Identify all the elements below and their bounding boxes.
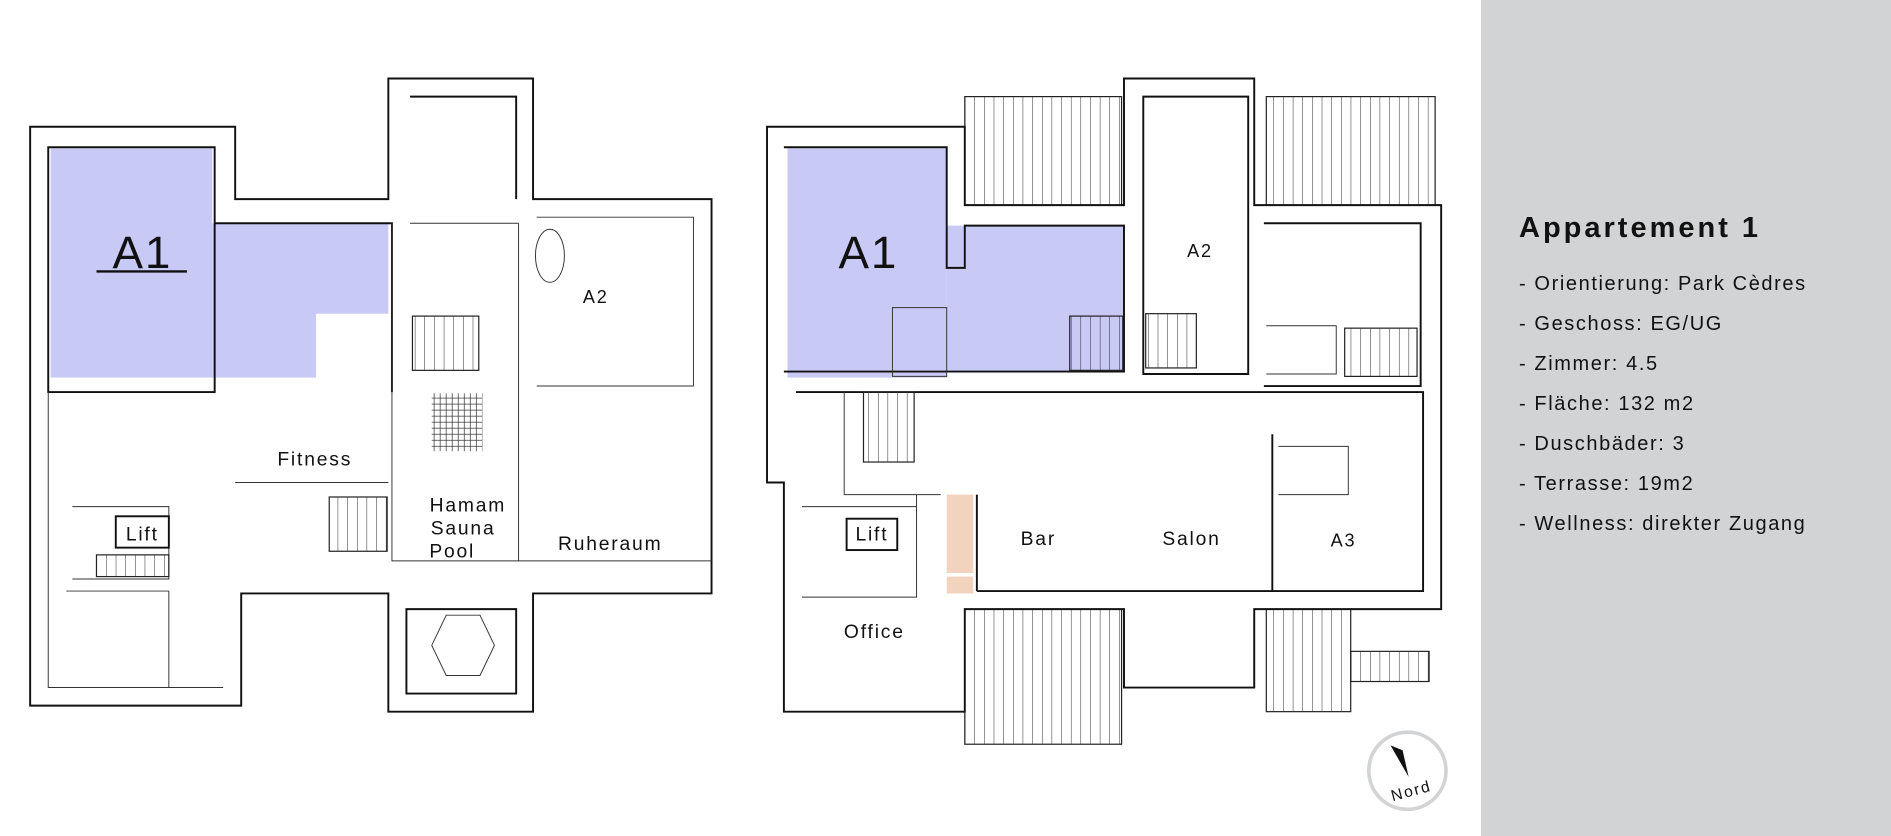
bar-counter [946, 494, 974, 573]
hamam-grid [431, 393, 483, 452]
floor-plan-ug: A1 A2 Fitness Lift Hamam Sauna Pool Ruhe… [29, 77, 713, 713]
stairs [862, 391, 915, 463]
info-terrace: - Terrasse: 19m2 [1519, 473, 1695, 495]
room-label-ruheraum: Ruheraum [558, 534, 663, 555]
apartment-a1-area [50, 148, 213, 378]
apartment-a1-area [787, 148, 947, 378]
terrace-steps [1265, 608, 1352, 713]
terrace-steps [964, 608, 1123, 745]
room-label-lift: Lift [855, 524, 888, 545]
room-label-fitness: Fitness [277, 450, 352, 471]
room-label-a3: A3 [1331, 530, 1357, 550]
stairs [1069, 315, 1124, 371]
floor-plan-eg: A1 A2 A3 Lift Bar Salon Office [766, 77, 1443, 745]
room-label-a1: A1 [112, 227, 172, 278]
info-rooms: - Zimmer: 4.5 [1519, 353, 1659, 375]
info-floor: - Geschoss: EG/UG [1519, 313, 1723, 335]
terrace-steps [1265, 95, 1436, 206]
terrace-steps [964, 95, 1123, 206]
stairs [1344, 327, 1418, 377]
apartment-info-panel: Appartement 1 - Orientierung: Park Cèdre… [1481, 0, 1891, 836]
apartment-a1-corridor [212, 223, 316, 378]
room-label-office: Office [844, 622, 905, 643]
hot-tub-icon [431, 614, 495, 676]
room-label-hamam: Hamam [430, 495, 507, 516]
stairs [95, 554, 170, 578]
stairs [1145, 313, 1197, 369]
compass: Nord [1366, 730, 1448, 812]
room-label-sauna: Sauna [431, 518, 496, 539]
room-label-a1: A1 [838, 227, 898, 278]
room-label-salon: Salon [1162, 529, 1220, 550]
room-label-a2: A2 [1187, 241, 1213, 261]
bathtub-icon [534, 228, 565, 283]
room-label-lift: Lift [126, 524, 159, 545]
info-orientation: - Orientierung: Park Cèdres [1519, 273, 1807, 295]
stairs [328, 496, 388, 552]
info-wellness: - Wellness: direkter Zugang [1519, 513, 1807, 535]
room-label-bar: Bar [1021, 529, 1056, 550]
info-area: - Fläche: 132 m2 [1519, 393, 1695, 415]
room-label-pool: Pool [429, 541, 475, 562]
stairs [411, 315, 480, 371]
apartment-title: Appartement 1 [1519, 212, 1762, 244]
info-showers: - Duschbäder: 3 [1519, 433, 1686, 455]
room-label-a2: A2 [583, 287, 609, 307]
